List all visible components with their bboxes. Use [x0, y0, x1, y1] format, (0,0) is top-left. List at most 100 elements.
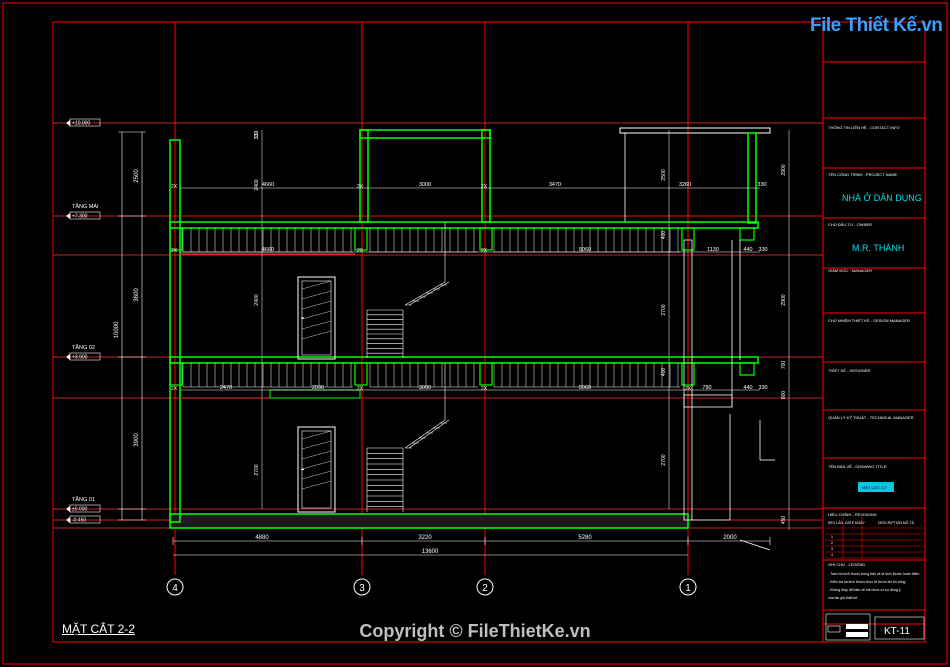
tb-rev-row-1: 1: [831, 535, 833, 539]
dim-vert-right: 700: [781, 361, 787, 370]
balcony: [683, 394, 733, 408]
stair-run: [408, 281, 450, 306]
level-arrow: [66, 120, 70, 126]
dim-vert-mid: 2700: [661, 304, 667, 315]
door-hatch: [301, 320, 332, 330]
roof-wall: [747, 132, 757, 224]
tb-drawing-title: MẶT CẮT 2-2: [862, 485, 887, 490]
stair-wall: [359, 129, 369, 223]
stair-run: [408, 419, 450, 449]
sheet-number: KT-11: [884, 626, 910, 637]
level-arrow: [66, 213, 70, 219]
door-hatch: [301, 300, 332, 310]
dim-top: 3000: [419, 182, 431, 188]
small-tag: 2X: [481, 386, 488, 392]
dim-top: 4660: [262, 182, 274, 188]
dim-vert-mid: 330: [254, 131, 260, 140]
dim-top: 330: [757, 182, 766, 188]
dim-vert-mid: 2500: [661, 169, 667, 180]
level-name: TẦNG 01: [72, 496, 95, 503]
door-hatch: [301, 280, 332, 290]
level-value: +7.300: [72, 214, 88, 220]
tb-rev-header-0: REV LẦN: [828, 521, 843, 525]
stair-run: [404, 419, 446, 449]
slab-ground: [169, 513, 689, 529]
small-tag: 2X: [685, 386, 692, 392]
door-hatch: [301, 460, 332, 470]
grid-axis-label: 2: [482, 583, 488, 594]
tb-drawing-title-label: TÊN BẢN VẼ - DRAWING TITLE: [828, 464, 887, 469]
dim-floor1: 440: [743, 385, 752, 391]
tb-note-3: - Không thay đổi bản vẽ khi chưa có sự đ…: [828, 588, 901, 592]
sheet-box: [874, 616, 925, 640]
wall-right: [683, 239, 693, 521]
drawing-title-box: [858, 482, 894, 492]
stamp-box: [825, 613, 871, 641]
dim-vert-mid: 400: [661, 368, 667, 377]
tb-rev-header-2: DESCRIPTION MÔ TẢ: [878, 521, 914, 525]
grid-axis-label: 3: [359, 583, 365, 594]
dim-vert-mid: 2700: [254, 464, 260, 475]
stair-wall: [481, 129, 491, 223]
dim-vert-mid: 2400: [254, 179, 260, 190]
beam: [681, 362, 695, 386]
dim-top: 330: [254, 131, 260, 140]
grid-bubble: [679, 578, 697, 596]
tb-contact: THÔNG TIN LIÊN HỆ - CONTACT INFO: [828, 125, 900, 130]
dim-floor1: 3000: [419, 385, 431, 391]
level-arrow: [66, 506, 70, 512]
tb-rev-header-1: DATE NGÀY: [845, 521, 865, 525]
title-block-frame: [822, 21, 926, 643]
dim-bottom: 5280: [578, 535, 592, 541]
grid-bubble: [476, 578, 494, 596]
dim-vert-right: 800: [781, 391, 787, 400]
dim-vert-mid: 2400: [254, 294, 260, 305]
door-frame: [297, 426, 336, 513]
tb-note-4: của tác giả thiết kế.: [828, 596, 859, 600]
level-value: +10.000: [72, 121, 90, 127]
level-arrow: [66, 354, 70, 360]
level-value: +3.900: [72, 355, 88, 361]
level-value: -0.450: [72, 518, 86, 524]
dim-floor2: 4660: [262, 247, 274, 253]
dim-vert-mid: 400: [661, 231, 667, 240]
tb-designer-label: THIẾT KẾ - DESIGNER: [828, 368, 871, 373]
stamp-bar: [846, 632, 868, 637]
grid-axis-label: 4: [172, 583, 178, 594]
dim-floor2: 1130: [707, 247, 719, 253]
dim-vert-right: 450: [781, 516, 787, 525]
beam: [739, 227, 755, 241]
stair-run: [404, 281, 446, 306]
beam: [479, 227, 493, 251]
roof-cornice: [619, 127, 771, 134]
tb-manager-label: GIÁM ĐỐC - MANAGER: [828, 268, 873, 273]
door-hatch: [301, 480, 332, 490]
beam: [354, 227, 368, 251]
beam: [479, 362, 493, 386]
dim-floor1: 2090: [312, 385, 324, 391]
door-hatch: [301, 440, 332, 450]
door-hatch: [301, 430, 332, 440]
ground-line: [739, 539, 771, 551]
tb-project-name: NHÀ Ở DÂN DỤNG: [842, 193, 922, 203]
slab-roof: [169, 221, 759, 229]
dim-floor2: 5060: [579, 247, 591, 253]
small-tag: 2X: [171, 248, 178, 254]
tb-revision-label: HIỆU CHỈNH - REVISIONS: [828, 512, 877, 517]
tb-note-2: - Kiểm tra lại kích thước thực tế trước …: [828, 580, 907, 584]
tb-tech-manager-label: QUẢN LÝ KỸ THUẬT - TECHNICAL MANAGER: [828, 415, 914, 420]
small-tag: 2X: [481, 184, 488, 190]
grid-bubble: [166, 578, 184, 596]
small-tag: 2X: [357, 386, 364, 392]
logo-text: File Thiết Kế.vn: [810, 15, 943, 36]
tb-notes-label: GHI CHÚ - LEGEND: [828, 562, 865, 567]
grid-bubble: [353, 578, 371, 596]
small-tag: 2X: [171, 184, 178, 190]
dim-bottom: 2000: [723, 535, 737, 541]
beam: [681, 227, 695, 251]
dim-top: 3260: [679, 182, 691, 188]
dim-vert-mid: 2700: [661, 454, 667, 465]
tb-rev-row-3: 3: [831, 547, 833, 551]
level-arrow: [66, 517, 70, 523]
